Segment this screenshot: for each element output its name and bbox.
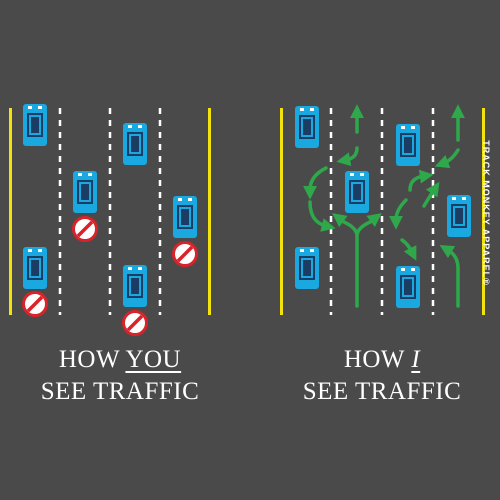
caption-prefix: HOW [343,346,412,373]
lane-edge-line [9,108,12,315]
green-path-arrow-icon [308,200,336,232]
car-icon [23,104,47,146]
brand-label: TRACK MONKEY APPAREL® [481,140,491,286]
caption-emphasis: I [411,346,421,373]
car-icon [123,123,147,165]
green-path-arrow-icon [389,198,408,230]
caption-prefix: HOW [58,346,126,373]
green-path-arrow-icon [434,148,460,169]
green-path-arrow-icon [422,181,440,208]
caption-line-2: SEE TRAFFIC [302,378,462,405]
caption-emphasis: YOU [125,346,182,373]
no-entry-icon [21,290,49,318]
car-icon [396,124,420,166]
lane-edge-line [208,108,211,315]
caption-how-you-see-traffic: HOW YOU SEE TRAFFIC [10,344,230,408]
no-entry-icon [71,215,99,243]
right-road [280,104,485,315]
car-icon [396,266,420,308]
car-icon [123,265,147,307]
car-icon [173,196,197,238]
car-icon [23,247,47,289]
car-icon [295,247,319,289]
caption-how-i-see-traffic: HOW I SEE TRAFFIC [272,344,492,408]
green-path-arrow-icon [439,244,460,308]
no-entry-icon [171,240,199,268]
left-road [9,104,211,337]
no-entry-icon [121,309,149,337]
lane-edge-line [482,108,485,315]
car-icon [73,171,97,213]
green-path-arrow-icon [336,146,359,167]
car-icon [447,195,471,237]
green-path-arrow-icon [342,220,372,308]
lane-edge-line [280,108,283,315]
green-path-arrows [303,104,465,308]
green-path-arrow-icon [400,238,417,261]
green-path-arrow-icon [408,169,434,192]
car-icon [295,106,319,148]
car-icon [345,171,369,213]
caption-line-2: SEE TRAFFIC [40,378,200,405]
green-path-arrow-icon [303,166,328,200]
